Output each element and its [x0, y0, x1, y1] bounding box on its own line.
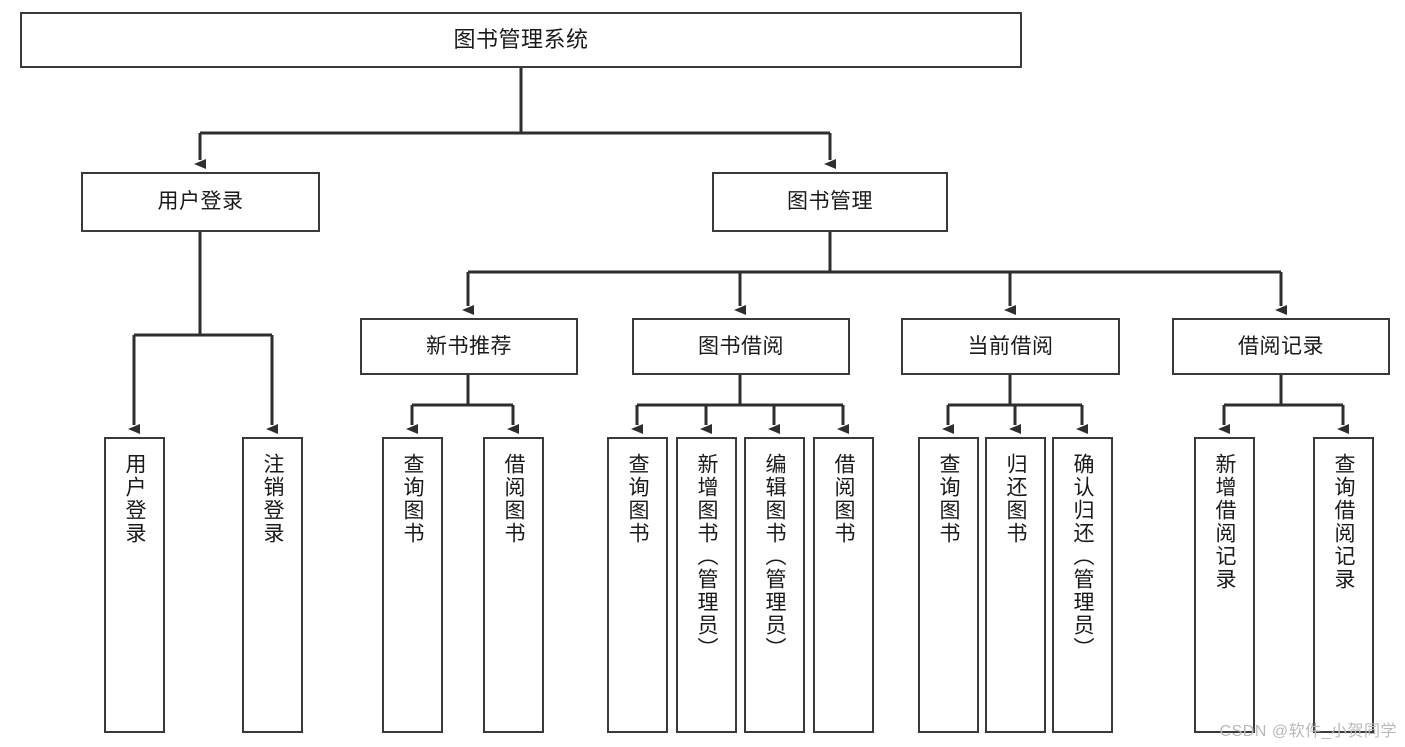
- node-borrow-record[interactable]: 借阅记录: [1172, 318, 1390, 375]
- node-label: 查询借阅记录: [1332, 453, 1356, 591]
- leaf-query-book-current[interactable]: 查询图书: [918, 437, 979, 733]
- node-label: 用户登录: [123, 453, 147, 545]
- node-label: 图书借阅: [698, 334, 784, 358]
- node-label: 新增图书（管理员）: [695, 453, 719, 660]
- node-user-login[interactable]: 用户登录: [81, 172, 320, 232]
- leaf-borrow-book[interactable]: 借阅图书: [813, 437, 874, 733]
- node-label: 编辑图书（管理员）: [763, 453, 787, 660]
- node-book-borrow[interactable]: 图书借阅: [632, 318, 850, 375]
- node-current-borrow[interactable]: 当前借阅: [901, 318, 1120, 375]
- node-label: 归还图书: [1004, 453, 1028, 545]
- leaf-return-book[interactable]: 归还图书: [985, 437, 1046, 733]
- leaf-logout[interactable]: 注销登录: [242, 437, 303, 733]
- node-label: 注销登录: [261, 453, 285, 545]
- leaf-query-borrow-record[interactable]: 查询借阅记录: [1313, 437, 1374, 733]
- node-new-book-recommend[interactable]: 新书推荐: [360, 318, 578, 375]
- leaf-query-book-borrow[interactable]: 查询图书: [607, 437, 668, 733]
- leaf-confirm-return-admin[interactable]: 确认归还（管理员）: [1052, 437, 1113, 733]
- watermark-text: CSDN @软件_小贺同学: [1219, 723, 1397, 740]
- leaf-add-book-admin[interactable]: 新增图书（管理员）: [676, 437, 737, 733]
- leaf-query-book-recommend[interactable]: 查询图书: [382, 437, 443, 733]
- node-label: 确认归还（管理员）: [1071, 453, 1095, 660]
- node-book-management[interactable]: 图书管理: [712, 172, 948, 232]
- node-label: 借阅记录: [1238, 334, 1324, 358]
- node-root-system[interactable]: 图书管理系统: [20, 12, 1022, 68]
- leaf-borrow-book-recommend[interactable]: 借阅图书: [483, 437, 544, 733]
- node-label: 新书推荐: [426, 334, 512, 358]
- leaf-user-login[interactable]: 用户登录: [104, 437, 165, 733]
- node-label: 图书管理系统: [453, 26, 589, 52]
- node-label: 借阅图书: [502, 453, 526, 545]
- node-label: 查询图书: [937, 453, 961, 545]
- node-label: 图书管理: [787, 190, 873, 214]
- node-label: 当前借阅: [967, 334, 1054, 358]
- node-label: 新增借阅记录: [1213, 453, 1237, 591]
- node-label: 查询图书: [626, 453, 650, 545]
- leaf-edit-book-admin[interactable]: 编辑图书（管理员）: [744, 437, 805, 733]
- node-label: 用户登录: [157, 190, 244, 214]
- leaf-add-borrow-record[interactable]: 新增借阅记录: [1194, 437, 1255, 733]
- node-label: 查询图书: [401, 453, 425, 545]
- node-label: 借阅图书: [832, 453, 856, 545]
